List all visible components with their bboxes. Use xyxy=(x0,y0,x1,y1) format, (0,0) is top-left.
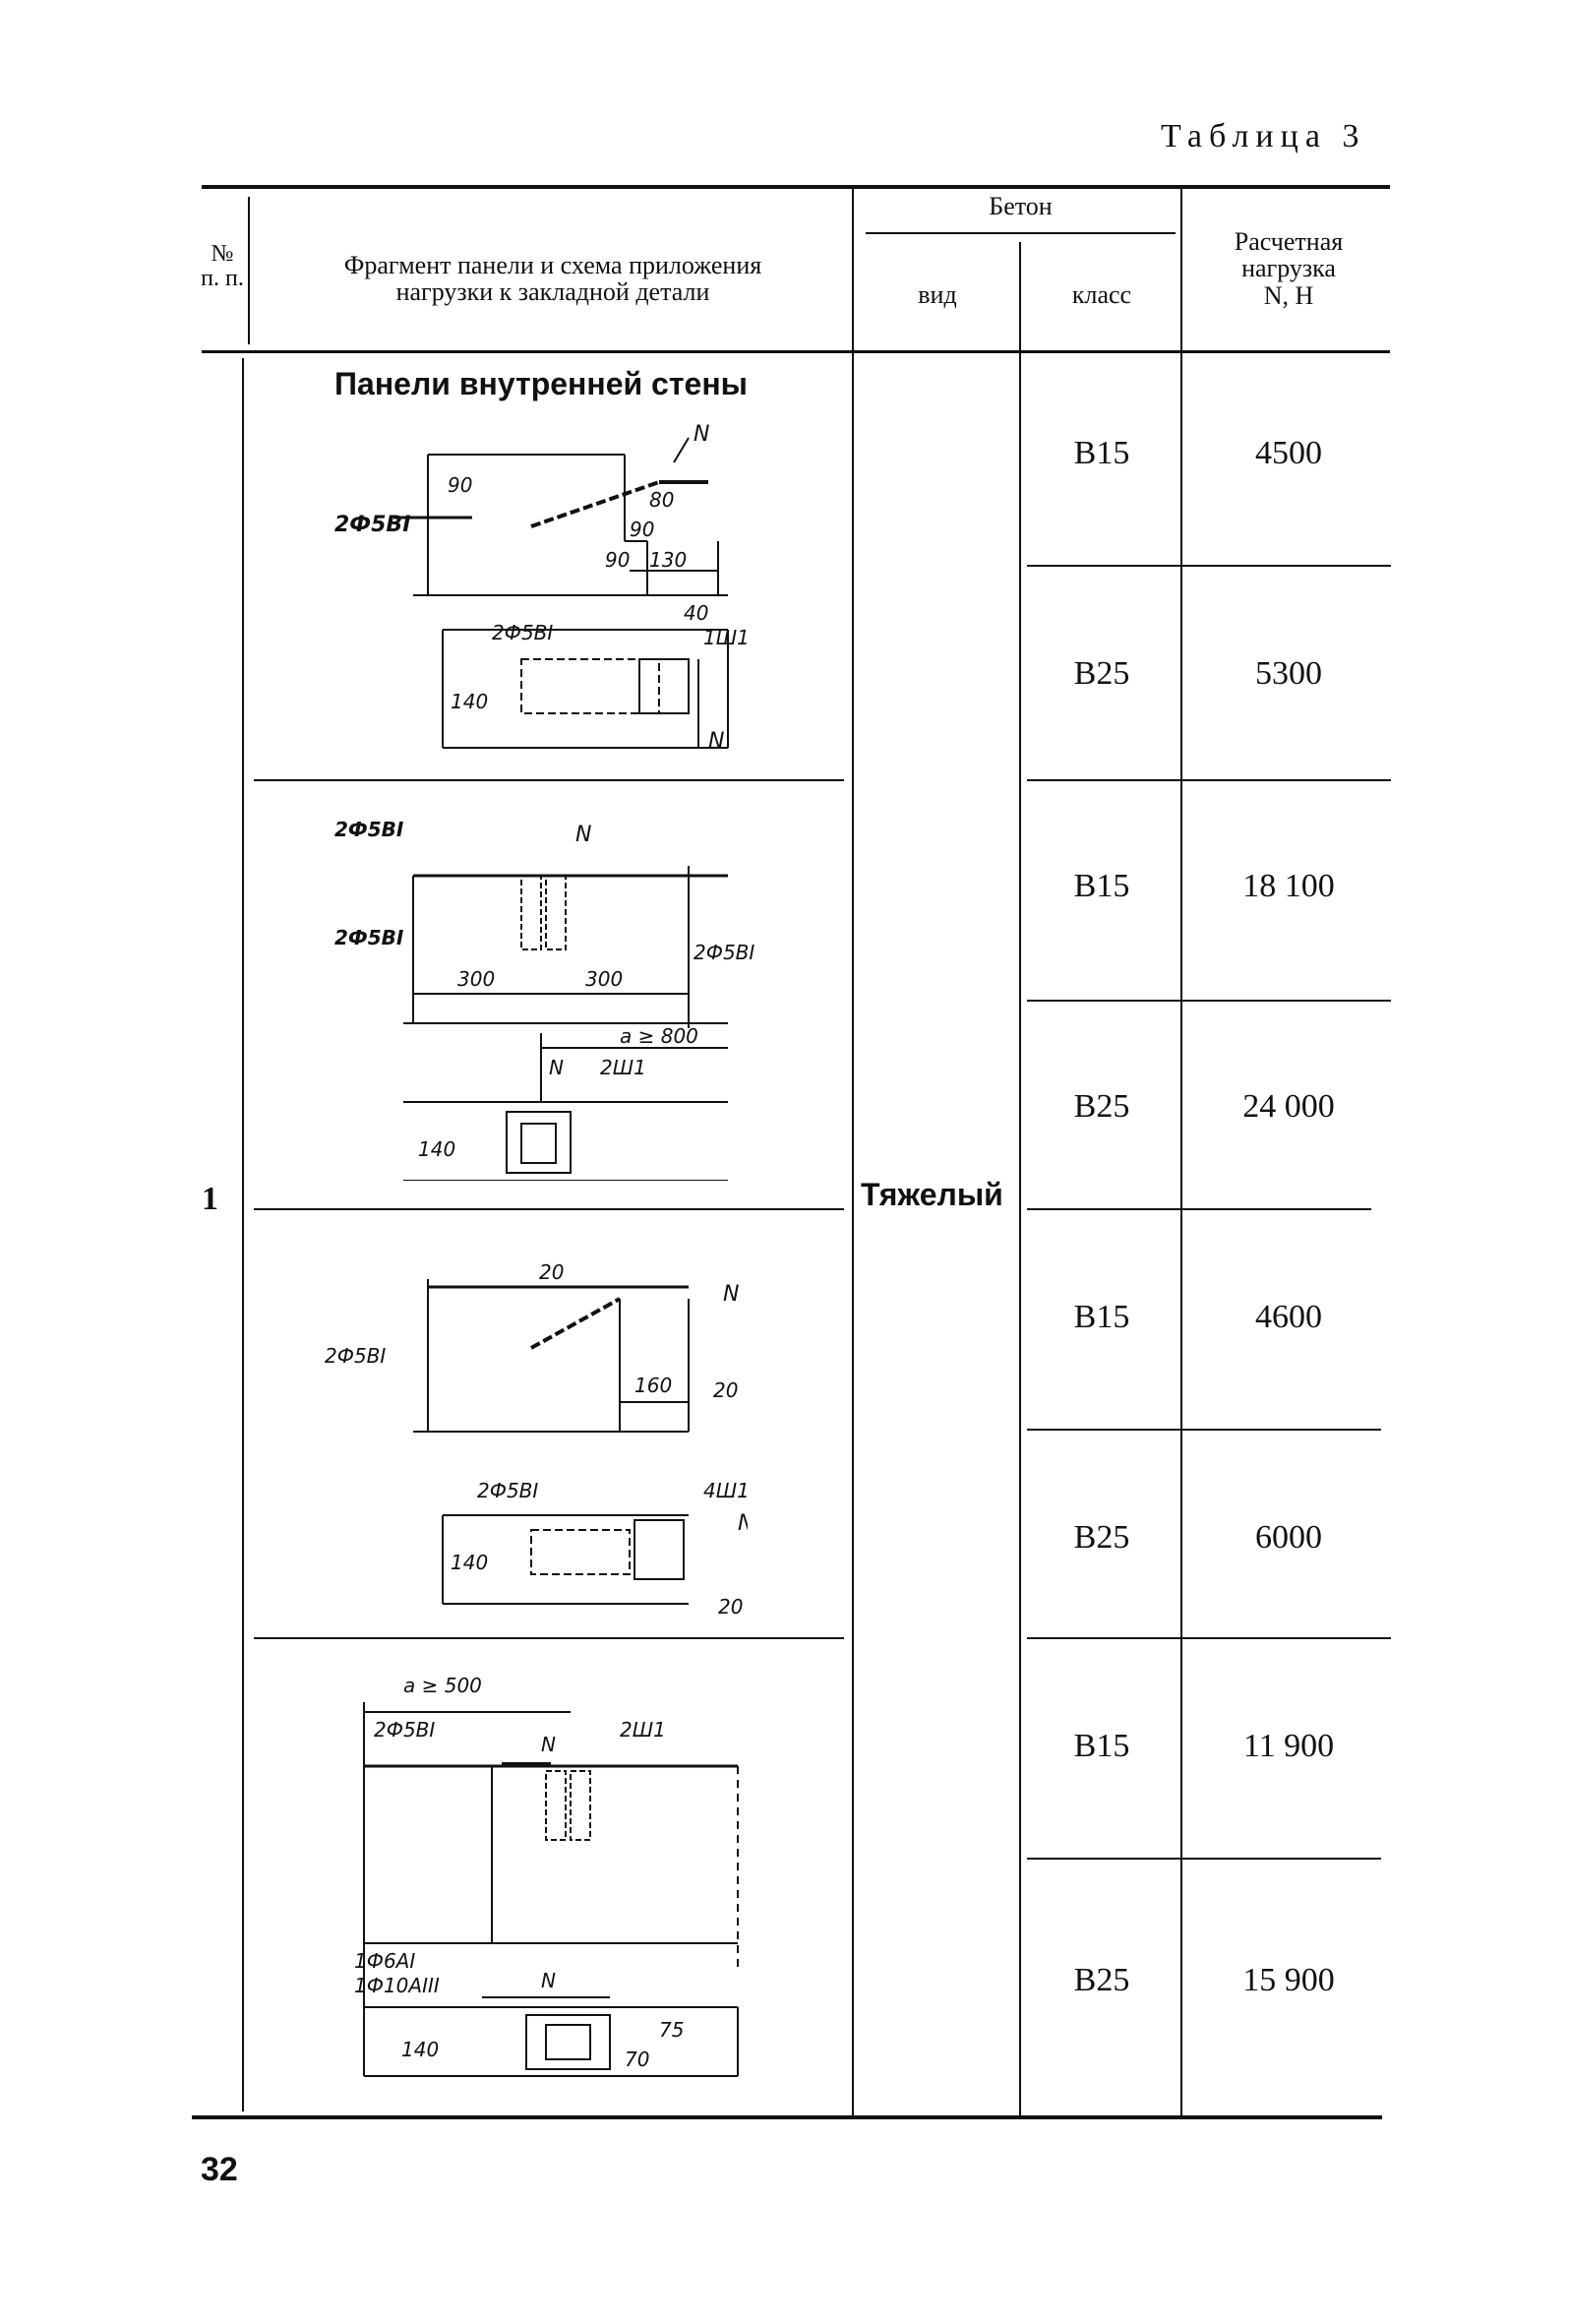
col-divider-kind xyxy=(1019,242,1021,2115)
class-cell: B15 xyxy=(1073,435,1130,471)
dimension-label: 40 xyxy=(684,601,708,625)
header-num-symbol: № xyxy=(211,241,234,267)
class-cell: B25 xyxy=(1073,1519,1130,1556)
drawing-fragment-2: 2Ф5ВI N 2Ф5ВI 2Ф5ВI 300 300 a ≥ 800 N 2Ш… xyxy=(334,818,754,1181)
header-load: Расчетная нагрузка N, Н xyxy=(1185,228,1392,309)
load-cell: 24 000 xyxy=(1242,1088,1335,1125)
load-label: N xyxy=(708,729,724,754)
class-cell: B15 xyxy=(1073,1728,1130,1764)
dimension-label: 140 xyxy=(451,690,488,713)
drawing-fragment-4: a ≥ 500 2Ф5ВI N 2Ш1 1Ф6АI 1Ф10АIII N 140… xyxy=(354,1674,739,2077)
load-cell: 4500 xyxy=(1255,435,1322,471)
rebar-label: 2Ф5ВI xyxy=(334,926,404,949)
header-load-line1: Расчетная xyxy=(1234,227,1344,256)
fragment-rule-1 xyxy=(254,779,844,781)
load-label: N xyxy=(694,423,709,447)
class-cell: B25 xyxy=(1073,1088,1130,1125)
load-cell: 4600 xyxy=(1255,1299,1322,1335)
dimension-label: 300 xyxy=(457,967,495,991)
load-cell: 5300 xyxy=(1255,655,1322,692)
col-divider-num-body xyxy=(242,358,244,2111)
dimension-label: 20 xyxy=(539,1260,564,1284)
rebar-label: 1Ф6АI xyxy=(354,1949,415,1973)
dimension-label: 90 xyxy=(448,473,472,497)
dimension-label: 80 xyxy=(649,488,674,512)
rebar-label: 2Ф5ВI xyxy=(334,513,410,537)
row-rule-3 xyxy=(1027,1000,1391,1002)
header-num-abbr: п. п. xyxy=(201,266,244,292)
rebar-label: 2Ф5ВI xyxy=(492,621,553,644)
col-divider-num xyxy=(248,197,250,344)
rebar-label: 2Ф5ВI xyxy=(477,1479,538,1502)
page-number: 32 xyxy=(201,2151,238,2188)
load-cell: 6000 xyxy=(1255,1519,1322,1556)
class-cell: B15 xyxy=(1073,1299,1130,1335)
row-rule-6 xyxy=(1027,1637,1391,1639)
row-number: 1 xyxy=(202,1181,218,1217)
dimension-label: 160 xyxy=(634,1374,672,1397)
header-kind: вид xyxy=(918,280,957,309)
load-label: N xyxy=(575,823,591,847)
anchor-label: 2Ш1 xyxy=(620,1718,666,1742)
anchor-label: 4Ш1 xyxy=(703,1479,748,1502)
dimension-label: 20 xyxy=(713,1378,738,1402)
dimension-label: 140 xyxy=(418,1137,455,1161)
load-cell: 15 900 xyxy=(1242,1962,1335,1998)
header-concrete: Бетон xyxy=(989,192,1053,220)
dimension-label: a ≥ 800 xyxy=(620,1024,698,1048)
header-fragment-line1: Фрагмент панели и схема приложения xyxy=(343,251,762,279)
load-cell: 11 900 xyxy=(1242,1728,1335,1764)
rebar-label: 2Ф5ВI xyxy=(325,1344,386,1368)
table-top-rule xyxy=(202,185,1390,189)
rebar-label: 2Ф5ВI xyxy=(374,1718,435,1742)
dimension-label: 140 xyxy=(451,1551,488,1574)
fragment-rule-2 xyxy=(254,1208,844,1210)
dimension-label: 90 xyxy=(630,518,654,541)
header-num: № п. п. xyxy=(195,241,250,292)
rebar-label: 2Ф5ВI xyxy=(334,818,404,841)
load-label: N xyxy=(541,1969,556,1992)
dimension-label: 300 xyxy=(585,967,623,991)
col-divider-class xyxy=(1180,189,1182,2115)
rebar-label: 1Ф10АIII xyxy=(354,1974,440,1997)
dimension-label: 90 xyxy=(605,548,630,572)
row-rule-1 xyxy=(1027,565,1391,567)
drawing-fragment-1: 2Ф5ВI 90 80 90 90 130 N 2Ф5ВI 40 1Ш1 140… xyxy=(334,423,748,754)
row-rule-7 xyxy=(1027,1858,1381,1860)
header-class: класс xyxy=(1071,280,1132,309)
table-bottom-rule xyxy=(192,2115,1382,2119)
class-cell: B25 xyxy=(1073,1962,1130,1998)
load-label: N xyxy=(723,1282,739,1307)
dimension-label: 140 xyxy=(401,2038,439,2061)
header-bottom-rule xyxy=(202,350,1390,353)
fragment-rule-3 xyxy=(254,1637,844,1639)
concrete-header-rule xyxy=(866,232,1176,234)
dimension-label: 130 xyxy=(649,548,687,572)
load-cell: 18 100 xyxy=(1242,868,1335,904)
dimension-label: 70 xyxy=(625,2048,649,2071)
dimension-label: 20 xyxy=(718,1595,743,1619)
class-cell: B15 xyxy=(1073,868,1130,904)
row-rule-5 xyxy=(1027,1429,1381,1431)
class-cell: B25 xyxy=(1073,655,1130,692)
row-rule-2 xyxy=(1027,779,1391,781)
rebar-label: 2Ф5ВI xyxy=(694,941,754,964)
header-load-line3: N, Н xyxy=(1263,280,1314,310)
dimension-label: a ≥ 500 xyxy=(403,1674,482,1697)
section-title: Панели внутренней стены xyxy=(334,366,748,401)
load-label: N xyxy=(541,1733,556,1756)
concrete-type: Тяжелый xyxy=(861,1177,1003,1212)
table-caption: Таблица 3 xyxy=(1161,118,1366,154)
col-divider-fragment xyxy=(852,189,854,2115)
dimension-label: 75 xyxy=(659,2018,684,2042)
row-rule-4 xyxy=(1027,1208,1371,1210)
anchor-label: 2Ш1 xyxy=(600,1056,646,1079)
drawing-fragment-3: 20 N 2Ф5ВI 160 20 2Ф5ВI 4Ш1 N 140 20 xyxy=(325,1260,748,1619)
header-fragment-line2: нагрузки к закладной детали xyxy=(395,277,710,307)
header-fragment: Фрагмент панели и схема приложения нагру… xyxy=(258,252,848,306)
load-label: N xyxy=(738,1511,748,1536)
anchor-label: 1Ш1 xyxy=(703,626,748,649)
load-label: N xyxy=(549,1056,564,1079)
header-load-line2: нагрузка xyxy=(1241,254,1336,283)
